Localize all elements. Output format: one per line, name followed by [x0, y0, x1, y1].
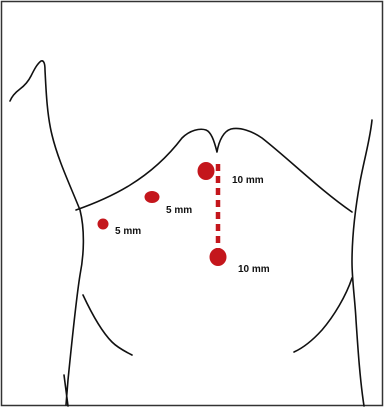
right-flank-outline — [352, 120, 372, 406]
port-marker-upper-midline — [198, 162, 215, 180]
port-marker-lower-midline — [210, 248, 227, 266]
port-label-upper-left: 5 mm — [166, 206, 192, 216]
port-label-lower-midline: 10 mm — [238, 265, 270, 275]
right-lower-contour — [294, 278, 352, 352]
port-marker-upper-left — [145, 191, 160, 203]
left-arm-outline — [10, 61, 83, 405]
port-label-lateral-left: 5 mm — [115, 227, 141, 237]
left-lower-contour — [83, 295, 132, 355]
port-marker-lateral-left — [98, 219, 109, 230]
port-label-upper-midline: 10 mm — [232, 176, 264, 186]
